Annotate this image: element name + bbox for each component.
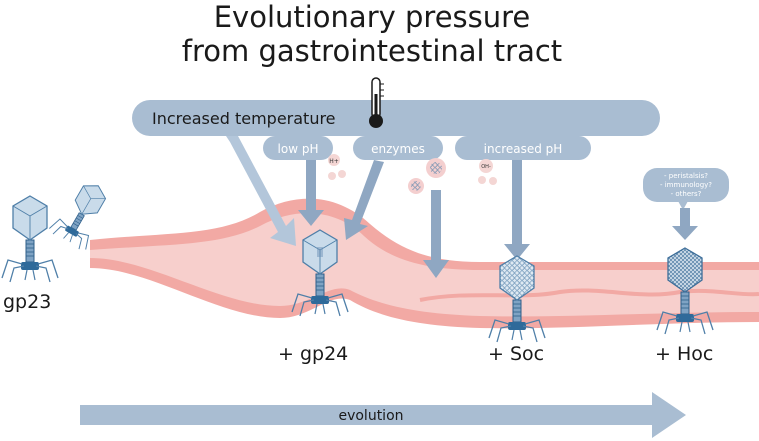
- other-pressures-bubble: - peristalsis? - immunology? - others?: [643, 168, 729, 210]
- low-ph-arrow: [298, 160, 324, 226]
- hydrogen-ions: H+: [328, 154, 346, 180]
- label-gp23: gp23: [3, 291, 51, 313]
- enzymes-bubble: enzymes: [353, 136, 443, 160]
- temperature-label: Increased temperature: [152, 109, 336, 128]
- label-gp24: + gp24: [278, 343, 348, 365]
- title-line-1: Evolutionary pressure: [214, 0, 531, 34]
- enzymes-down-arrow: [423, 190, 449, 278]
- evolution-arrow: evolution: [80, 392, 686, 438]
- low-ph-label: low pH: [278, 142, 319, 156]
- phage-gp24: [291, 229, 349, 317]
- enzymes-arrow: [344, 160, 384, 240]
- low-ph-bubble: low pH: [263, 136, 333, 160]
- enzyme-molecules-icon: [408, 158, 446, 194]
- label-soc: + Soc: [488, 343, 544, 365]
- phage-soc: [488, 255, 546, 343]
- other-pressure-1: - peristalsis?: [664, 172, 708, 180]
- label-hoc: + Hoc: [655, 343, 713, 365]
- oh-minus-label: OH-: [481, 164, 491, 170]
- h-plus-label: H+: [329, 158, 339, 165]
- temperature-bubble: Increased temperature: [132, 100, 660, 136]
- pressure-arrows: [226, 136, 698, 278]
- other-pressure-2: - immunology?: [660, 181, 712, 189]
- increased-ph-arrow: [504, 160, 530, 260]
- increased-ph-label: increased pH: [484, 142, 563, 156]
- title-line-2: from gastrointestinal tract: [182, 34, 562, 68]
- hydroxide-ions: OH-: [478, 159, 497, 185]
- thermometer-icon: [369, 77, 384, 128]
- evolution-label: evolution: [338, 408, 403, 424]
- increased-ph-bubble: increased pH: [455, 136, 591, 160]
- other-pressures-arrow: [672, 208, 698, 240]
- temperature-arrow: [226, 136, 296, 246]
- other-pressure-3: - others?: [671, 190, 702, 198]
- enzymes-label: enzymes: [371, 142, 425, 156]
- gastrointestinal-tract: [90, 198, 759, 329]
- phage-hoc: [656, 247, 714, 335]
- phage-gp23-large: [1, 195, 59, 283]
